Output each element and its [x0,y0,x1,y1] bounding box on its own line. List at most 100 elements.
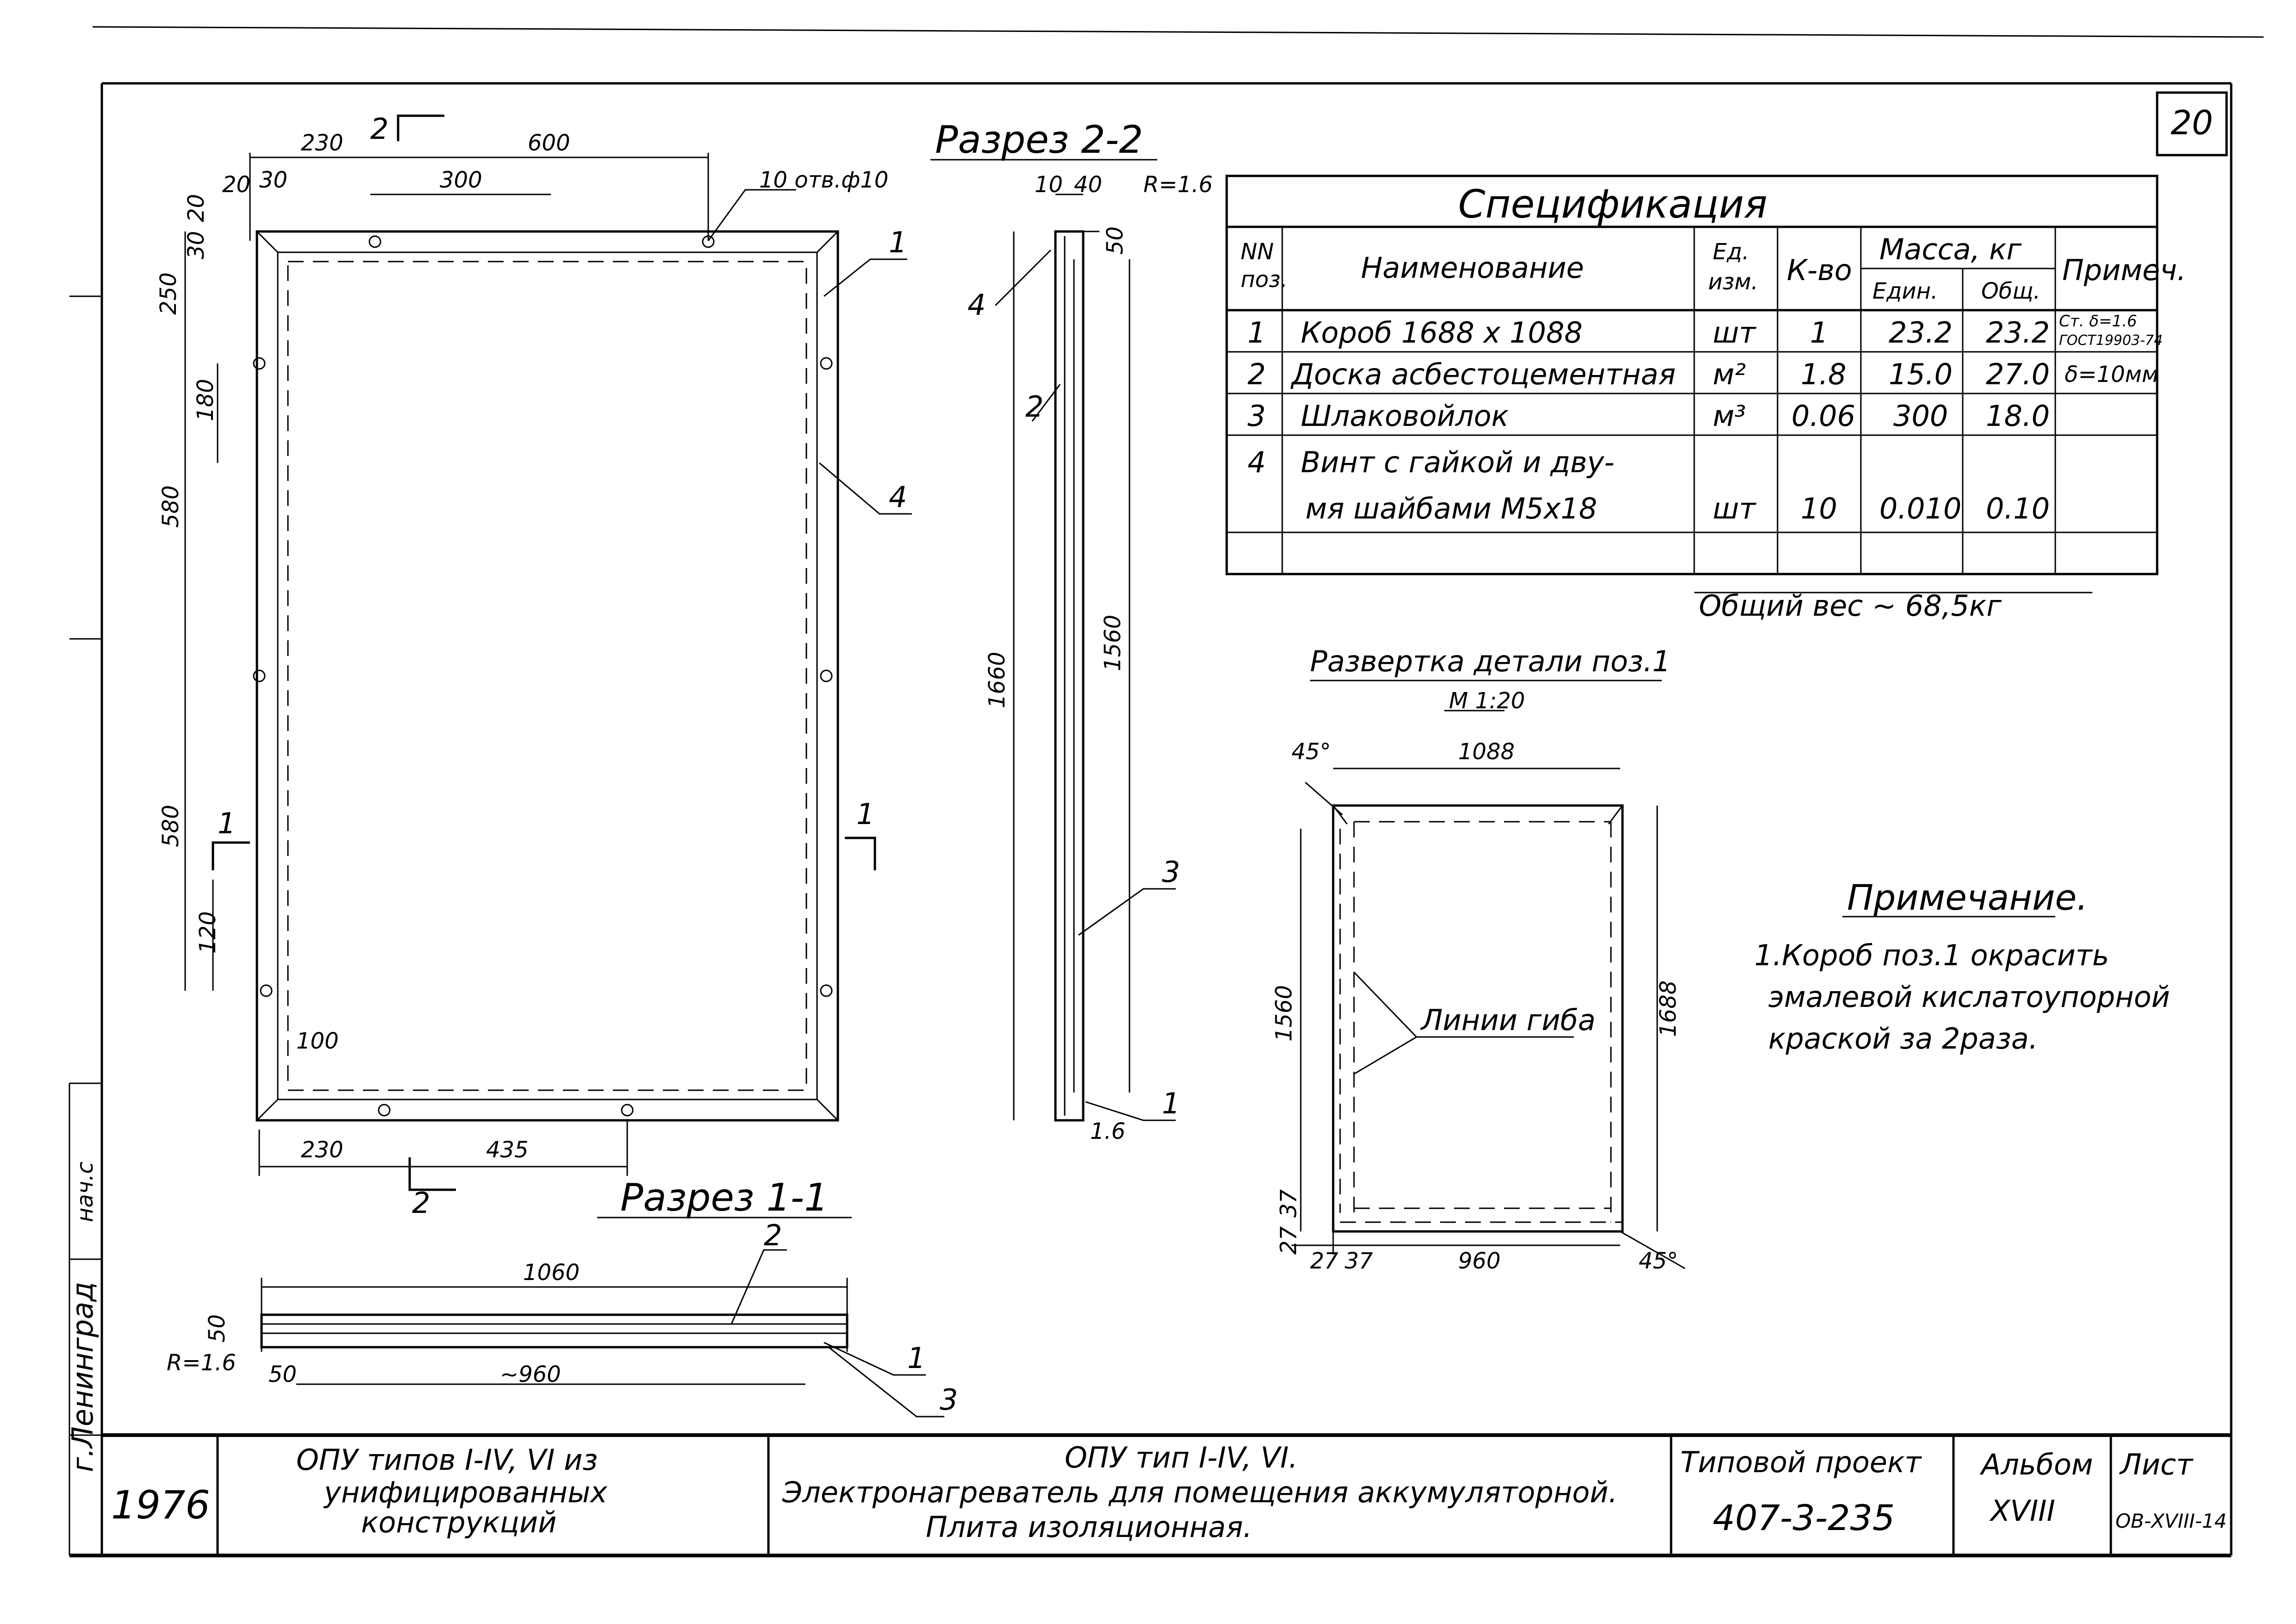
plan-view [184,114,912,1191]
development-dim-27-bottom: 27 [1310,1248,1339,1274]
spec-row-name: мя шайбами М5х18 [1305,492,1597,525]
spec-row-name: Шлаковойлок [1301,399,1509,433]
section-2-2-dim-10: 10 [1035,172,1063,198]
title-project-name-2: унифицированных [323,1475,608,1509]
trim-line [92,26,2264,38]
title-project-name-3: конструкций [361,1505,556,1539]
development-title: Развертка детали поз.1 [1310,644,1671,678]
spec-header-mass-unit: Един. [1872,278,1938,304]
development-dim-37-bottom: 37 [1345,1248,1373,1274]
section-1-1 [260,1217,944,1418]
section-2-2-title: Разрез 2-2 [935,118,1143,162]
section-1-1-title: Разрез 1-1 [620,1176,828,1220]
note-line: краской за 2раза. [1768,1022,2038,1056]
section-1-1-dim-50-bottom: 50 [268,1362,297,1387]
plan-dim-580-upper: 580 [158,485,184,528]
plan-dim-230-bottom: 230 [301,1137,343,1163]
spec-row: 3 Шлаковойлок м³ 0.06 300 18.0 [1248,399,2050,433]
spec-row-mass-total: 18.0 [1986,399,2050,433]
section-1-1-callout-3: 3 [940,1383,958,1417]
title-album-number: XVIII [1989,1494,2055,1528]
section-1-1-callout-1: 1 [907,1341,925,1375]
spec-header-qty: К-во [1787,253,1852,287]
spec-header-mass: Масса, кг [1879,232,2022,266]
spec-row-name: Винт с гайкой и дву- [1301,445,1615,479]
section-2-2-dim-1660: 1660 [984,652,1010,708]
spec-row-mass-unit: 15.0 [1889,357,1953,391]
section-1-1-dim-r: R=1.6 [167,1350,236,1376]
spec-row-qty: 0.06 [1791,399,1855,433]
title-drawing-name-2: Электронагреватель для помещения аккумул… [782,1475,1617,1509]
spec-row-note-2: ГОСТ19903-74 [2059,332,2163,349]
title-drawing-name-1: ОПУ тип I-IV, VI. [1065,1441,1298,1474]
title-album-label: Альбом [1979,1448,2093,1481]
development-view [1292,680,1685,1269]
section-1-1-dim-960: ~960 [500,1362,561,1387]
note-title: Примечание. [1847,877,2088,918]
plan-dim-250: 250 [156,272,181,315]
spec-row: 1 Короб 1688 х 1088 шт 1 23.2 23.2 Ст. δ… [1248,312,2163,350]
spec-header-num-1: NN [1241,239,1274,265]
plan-dim-30-left: 30 [183,231,209,259]
spec-row: 4 Винт с гайкой и дву- [1248,445,1615,479]
spec-row-name: Короб 1688 х 1088 [1301,316,1583,350]
plan-callout-1: 1 [889,225,907,259]
plan-section1-mark-right: 1 [856,797,874,831]
spec-row-pos: 1 [1248,316,1266,350]
development-dim-45-bottom: 45° [1639,1248,1678,1274]
spec-total-weight: Общий вес ~ 68,5кг [1699,589,2002,623]
spec-row-unit: шт [1713,492,1757,525]
plan-section-mark-top: 2 [370,112,388,146]
plan-dim-30-top: 30 [259,167,287,193]
development-bend-label: Линии гиба [1420,1003,1596,1037]
section-2-2-dim-40: 40 [1074,172,1102,198]
title-drawing-name-3: Плита изоляционная. [926,1510,1252,1544]
spec-row-note: Ст. δ=1.6 [2059,312,2137,331]
spec-row: мя шайбами М5х18 шт 10 0.010 0.10 [1305,492,2050,525]
spec-row-pos: 4 [1248,445,1266,479]
spec-header-num-2: поз. [1241,267,1288,293]
plan-section-mark-bottom: 2 [412,1186,430,1220]
spec-row-qty: 1 [1810,316,1828,350]
plan-callout-4: 4 [889,480,907,514]
development-dim-1088: 1088 [1458,739,1515,765]
spec-header-note: Примеч. [2062,253,2186,287]
title-project-name-1: ОПУ типов I-IV, VI из [296,1443,598,1477]
section-2-2-callout-3: 3 [1162,855,1180,889]
section-2-2-dim-1560: 1560 [1100,615,1126,671]
plan-dim-435: 435 [486,1137,529,1163]
plan-dim-580-lower: 580 [158,805,184,847]
sheet-frame [69,82,2233,1557]
spec-title: Спецификация [1458,181,1767,227]
spec-row-unit: м² [1713,357,1746,391]
binding-city: г.Ленинград [66,1282,100,1472]
spec-row-mass-total: 0.10 [1986,492,2050,525]
section-1-1-callout-2: 2 [764,1218,782,1252]
spec-header-unit-1: Ед. [1713,239,1749,265]
title-sheet-label: Лист [2119,1448,2194,1481]
title-typical-project-number: 407-3-235 [1713,1497,1895,1538]
plan-dim-20-top: 20 [222,172,250,198]
development-dim-37-left: 37 [1276,1189,1302,1218]
spec-row-pos: 3 [1248,399,1266,433]
sheet-number: 20 [2171,103,2213,142]
plan-dim-180: 180 [193,379,218,421]
spec-row-mass-total: 23.2 [1986,316,2050,350]
development-dim-1560: 1560 [1271,985,1297,1042]
spec-row-note: δ=10мм [2065,362,2159,387]
section-2-2-dim-bottom: 1.6 [1090,1118,1125,1144]
title-block-grid [102,1433,2231,1555]
development-dim-27-left: 27 [1276,1226,1302,1255]
section-2-2-callout-2: 2 [1025,390,1043,424]
spec-row-mass-unit: 23.2 [1889,316,1953,350]
plan-dim-100: 100 [296,1028,339,1054]
plan-dim-230-top: 230 [301,130,343,156]
spec-header-name: Наименование [1361,251,1584,285]
section-2-2-callout-4: 4 [967,288,986,322]
spec-header-unit-2: изм. [1708,269,1758,295]
development-dim-960: 960 [1458,1248,1501,1274]
development-dim-1688: 1688 [1655,981,1681,1037]
binding-nach: нач.с [72,1162,98,1222]
plan-section1-mark-left: 1 [218,806,236,840]
